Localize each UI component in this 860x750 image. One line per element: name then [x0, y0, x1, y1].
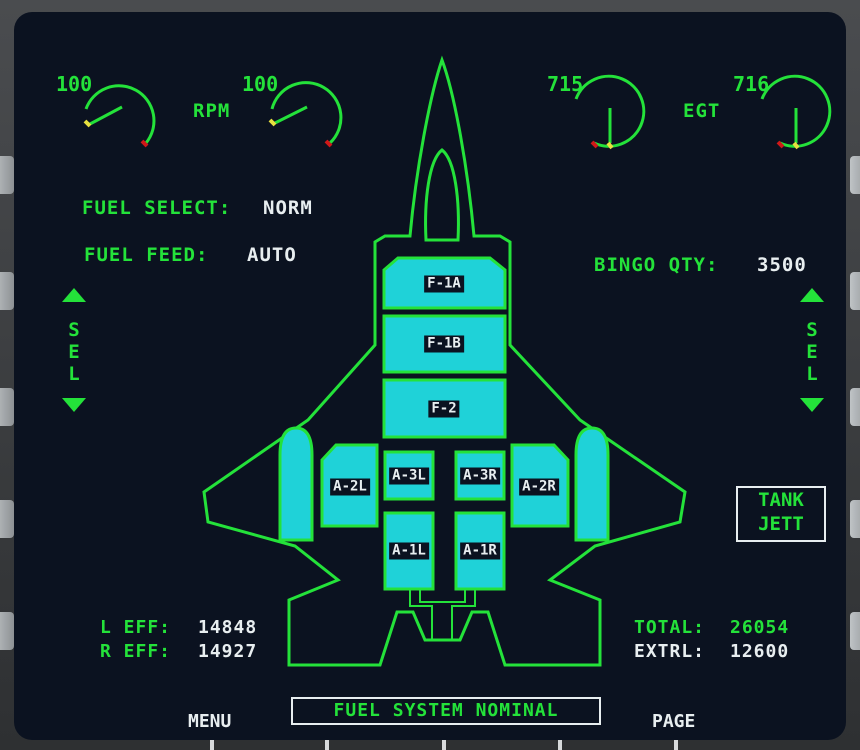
tank-a1r-label: A-1R	[460, 542, 500, 560]
osb-left-4[interactable]	[0, 500, 14, 538]
sel-right-letter-s: S	[806, 319, 818, 341]
egt-right-value: 716	[733, 72, 770, 96]
bottom-osb-tick-3[interactable]	[442, 740, 446, 750]
tank-jett-line1: TANK	[758, 489, 804, 511]
egt-left-marker	[606, 141, 614, 150]
fuel-feed-value[interactable]: AUTO	[247, 244, 297, 266]
tank-f1a-label: F-1A	[424, 275, 464, 293]
rpm-left-gauge-arc	[84, 84, 156, 144]
rpm-label: RPM	[193, 100, 231, 122]
egt-left-value: 715	[547, 72, 584, 96]
tank-a1l-label: A-1L	[389, 542, 429, 560]
osb-right-2[interactable]	[850, 272, 860, 310]
sel-right-letter-e: E	[806, 341, 818, 363]
tank-ext-left[interactable]	[278, 426, 314, 542]
osb-right-1[interactable]	[850, 156, 860, 194]
total-label: TOTAL:	[634, 617, 706, 638]
egt-label: EGT	[683, 100, 721, 122]
menu-softkey[interactable]: MENU	[188, 711, 232, 732]
egt-right-gauge-arc	[760, 74, 832, 148]
tank-ext-right[interactable]	[574, 426, 610, 542]
bottom-osb-tick-5[interactable]	[674, 740, 678, 750]
bingo-qty-label: BINGO QTY:	[594, 254, 719, 276]
bingo-qty-value[interactable]: 3500	[757, 254, 807, 276]
l-eff-label: L EFF:	[100, 617, 172, 638]
sel-left-letter-l: L	[68, 363, 80, 385]
tank-f1b-label: F-1B	[424, 335, 464, 353]
egt-right-limit	[776, 140, 785, 149]
rpm-left-value: 100	[56, 72, 93, 96]
osb-right-5[interactable]	[850, 612, 860, 650]
page-softkey[interactable]: PAGE	[652, 711, 696, 732]
osb-left-5[interactable]	[0, 612, 14, 650]
sel-left-letter-s: S	[68, 319, 80, 341]
fuel-status-message: FUEL SYSTEM NOMINAL	[291, 697, 601, 725]
osb-left-3[interactable]	[0, 388, 14, 426]
egt-right-marker	[792, 141, 800, 150]
osb-right-3[interactable]	[850, 388, 860, 426]
canopy-outline	[424, 148, 460, 242]
r-eff-label: R EFF:	[100, 641, 172, 662]
osb-right-4[interactable]	[850, 500, 860, 538]
rpm-right-limit	[324, 139, 333, 148]
osb-left-1[interactable]	[0, 156, 14, 194]
rpm-left-marker	[83, 119, 92, 128]
fuel-line-cross	[419, 590, 466, 603]
sel-left-letter-e: E	[68, 341, 80, 363]
rpm-right-marker	[268, 118, 277, 127]
sel-right-down-arrow-icon[interactable]	[800, 398, 824, 412]
total-value: 26054	[730, 617, 790, 638]
l-eff-value: 14848	[198, 617, 258, 638]
fuel-line-right	[451, 588, 476, 640]
fuel-select-value[interactable]: NORM	[263, 197, 313, 219]
fuel-select-label: FUEL SELECT:	[82, 197, 232, 219]
osb-left-2[interactable]	[0, 272, 14, 310]
egt-left-limit	[590, 140, 599, 149]
aircraft-outline	[202, 55, 687, 667]
tank-a2r-label: A-2R	[519, 478, 559, 496]
fuel-line-left	[409, 588, 433, 640]
sel-right-up-arrow-icon[interactable]	[800, 288, 824, 302]
rpm-right-value: 100	[242, 72, 279, 96]
rpm-right-needle	[274, 105, 308, 125]
tank-f2-label: F-2	[428, 400, 460, 418]
sel-right-letter-l: L	[806, 363, 818, 385]
tank-jett-button[interactable]: TANK JETT	[736, 486, 826, 542]
bottom-osb-tick-4[interactable]	[558, 740, 562, 750]
extrl-label: EXTRL:	[634, 641, 706, 662]
fuel-feed-label: FUEL FEED:	[84, 244, 209, 266]
tank-jett-line2: JETT	[758, 513, 804, 535]
bottom-osb-tick-2[interactable]	[325, 740, 329, 750]
tank-a3r-label: A-3R	[460, 467, 500, 485]
r-eff-value: 14927	[198, 641, 258, 662]
rpm-left-needle	[89, 105, 123, 126]
extrl-value: 12600	[730, 641, 790, 662]
rpm-left-limit	[140, 139, 149, 148]
bottom-osb-tick-1[interactable]	[210, 740, 214, 750]
tank-a2l-label: A-2L	[330, 478, 370, 496]
tank-a3l-label: A-3L	[389, 467, 429, 485]
sel-left-up-arrow-icon[interactable]	[62, 288, 86, 302]
sel-left-down-arrow-icon[interactable]	[62, 398, 86, 412]
egt-left-gauge-arc	[574, 74, 646, 148]
rpm-right-gauge-arc	[270, 81, 343, 145]
